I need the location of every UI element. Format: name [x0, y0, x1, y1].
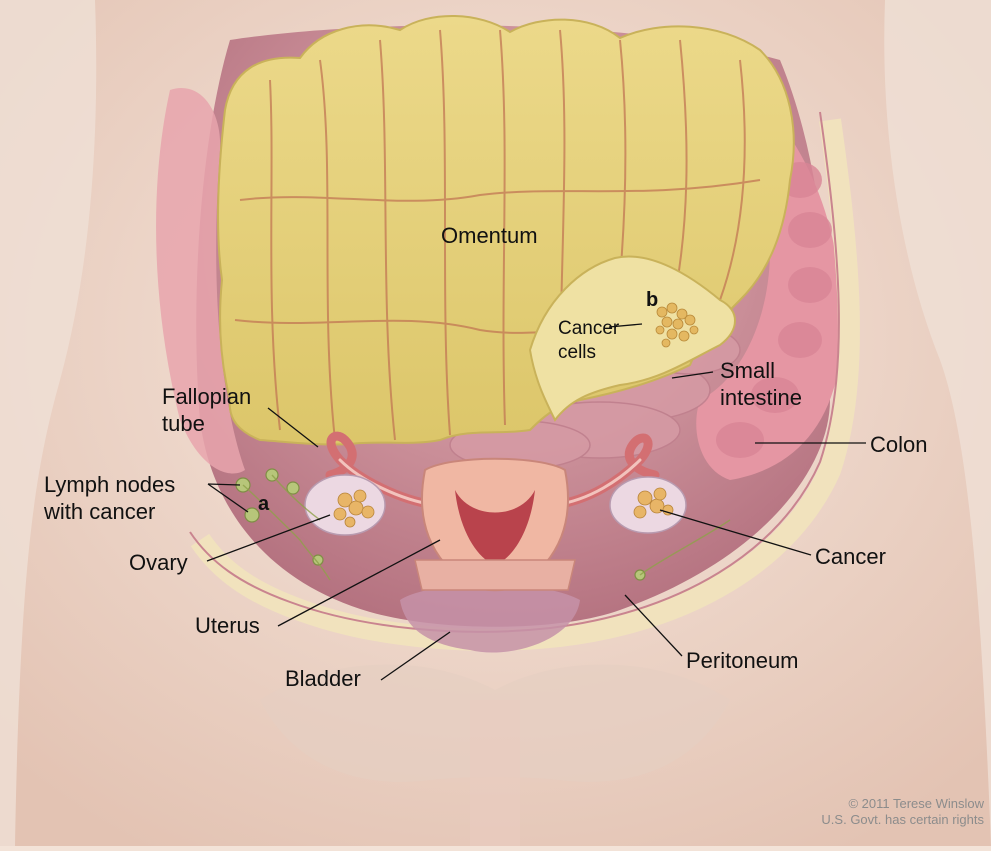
small-intestine-label-line1: Small: [720, 358, 775, 383]
credit-line1: © 2011 Terese Winslow: [848, 796, 984, 811]
cervix: [415, 560, 575, 590]
small-intestine-label-line2: intestine: [720, 385, 802, 410]
credit-line2: U.S. Govt. has certain rights: [821, 812, 984, 827]
ovary-label: Ovary: [129, 550, 188, 575]
fallopian-tube-label-line1: Fallopian: [162, 384, 251, 409]
urethra: [470, 700, 520, 846]
lymph-nodes-label-line1: Lymph nodes: [44, 472, 175, 497]
uterus-label: Uterus: [195, 613, 260, 638]
marker-a: a: [258, 493, 270, 515]
bladder-label: Bladder: [285, 666, 361, 691]
cancer-cells-label-line1: Cancer: [558, 318, 620, 339]
lymph-nodes-label-line2: with cancer: [43, 499, 155, 524]
omentum-label: Omentum: [441, 223, 538, 248]
fallopian-tube-label-line2: tube: [162, 411, 205, 436]
marker-b: b: [646, 289, 658, 311]
colon-label: Colon: [870, 432, 927, 457]
ovary-right: [610, 477, 686, 533]
cancer-label: Cancer: [815, 544, 886, 569]
peritoneum-label: Peritoneum: [686, 648, 799, 673]
cancer-cells-label-line2: cells: [558, 342, 596, 363]
